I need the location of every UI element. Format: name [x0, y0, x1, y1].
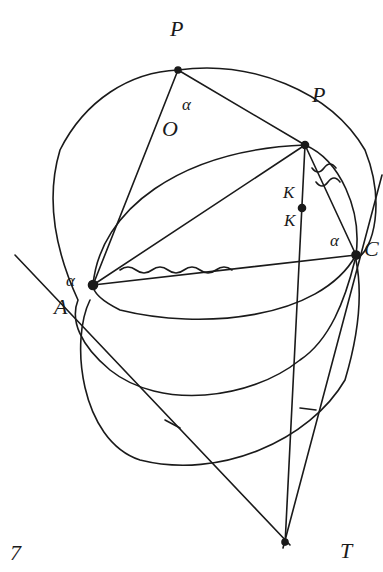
lower-arc: [81, 260, 360, 465]
angle-squiggle: [120, 267, 232, 273]
point-label: P: [170, 18, 183, 40]
line-PC: [305, 145, 356, 255]
point-label: α: [66, 272, 75, 289]
point-label: α: [330, 232, 339, 249]
inner-circle: [93, 145, 357, 319]
point: [299, 205, 306, 212]
line-AP: [93, 145, 305, 285]
point-label: K: [284, 212, 295, 229]
tangent-A: [15, 255, 290, 545]
line-PP: [178, 70, 305, 145]
line-PT: [285, 145, 305, 545]
point: [89, 281, 98, 290]
line-PA: [93, 70, 178, 285]
point-label: T: [340, 540, 352, 562]
tick-mark: [165, 420, 180, 428]
tick-mark: [300, 408, 316, 410]
point-label: α: [182, 96, 191, 113]
tangent-C: [283, 175, 382, 548]
point-label: C: [364, 238, 379, 260]
angle-marks: [312, 164, 340, 186]
point-label: P: [312, 84, 325, 106]
point: [352, 251, 360, 259]
point: [282, 539, 288, 545]
point-label: A: [54, 296, 67, 318]
point: [175, 67, 181, 73]
point-label: 7: [10, 542, 21, 564]
point: [302, 142, 309, 149]
point-label: O: [162, 118, 178, 140]
point-label: K: [283, 184, 294, 201]
